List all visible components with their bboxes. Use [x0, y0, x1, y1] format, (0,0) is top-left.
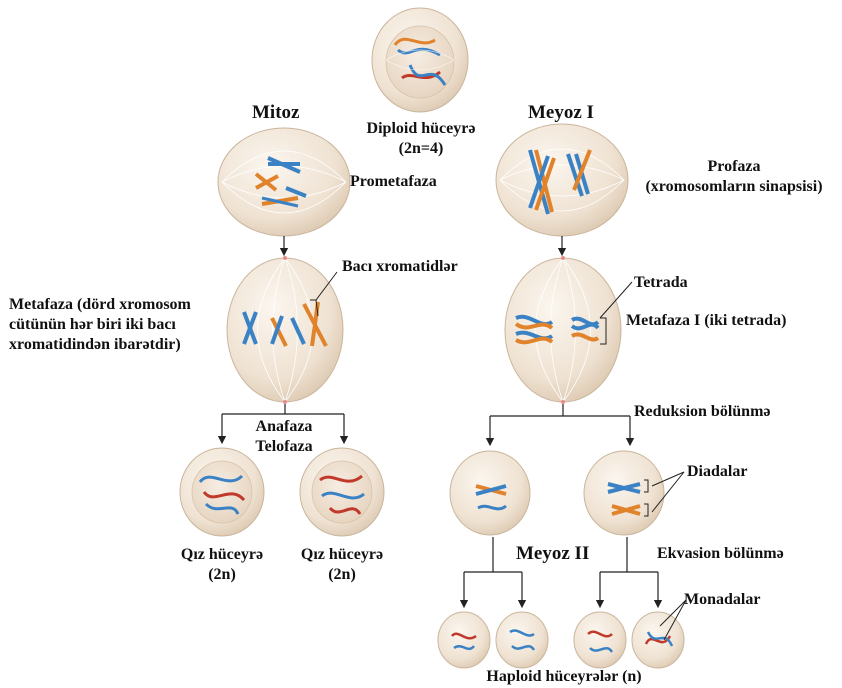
prophase-note-label: (xromosomların sinapsisi) [632, 178, 836, 196]
dyad-cell-left [450, 451, 530, 535]
diploid-cell [372, 8, 468, 112]
metaphase-label-line-1: Metafaza (dörd xromosom [9, 296, 191, 314]
haploid-cells-label: Haploid hüceyrələr (n) [466, 668, 662, 686]
haploid-cell-3 [574, 612, 626, 668]
tetrad-label: Tetrada [634, 274, 688, 292]
prophase-label: Profaza [632, 158, 836, 176]
telophase-label: Telofaza [238, 438, 330, 456]
haploid-cell-1 [438, 612, 490, 668]
metaphase-label-line-2: cütünün hər biri iki bacı [9, 316, 176, 334]
daughter-cell-left-ploidy: (2n) [162, 566, 282, 584]
title-meiosis-ii: Meyoz II [516, 545, 589, 563]
daughter-cell-right-ploidy: (2n) [282, 566, 402, 584]
title-meiosis-i: Meyoz I [528, 104, 594, 122]
anaphase-label: Anafaza [238, 418, 330, 436]
metaphase-i-label: Metafaza I (iki tetrada) [626, 312, 786, 330]
metaphase-cell [227, 256, 343, 404]
prometaphase-cell [218, 128, 350, 236]
title-mitosis: Mitoz [252, 104, 299, 122]
daughter-cell-right [300, 448, 384, 536]
monads-label: Monadalar [684, 591, 760, 609]
metaphase-label-line-3: xromatidindən ibarətdir) [9, 336, 181, 354]
daughter-cell-left-label: Qız hüceyrə [162, 546, 282, 564]
sister-chromatids-label: Bacı xromatidlər [342, 258, 458, 276]
prometaphase-label: Prometafaza [350, 173, 437, 191]
daughter-cell-left [180, 448, 264, 536]
diploid-count-label: (2n=4) [352, 140, 490, 158]
metaphase-i-cell [505, 256, 621, 404]
daughter-cell-right-label: Qız hüceyrə [282, 546, 402, 564]
haploid-cell-2 [496, 612, 548, 668]
dyad-cell-right [584, 451, 664, 535]
haploid-cell-4 [632, 612, 684, 668]
equational-division-label: Ekvasion bölünmə [657, 545, 784, 563]
dyads-label: Diadalar [687, 463, 747, 481]
reduction-division-label: Reduksion bölünmə [634, 403, 771, 421]
prophase-cell [496, 124, 628, 236]
diploid-cell-label: Diploid hüceyrə [352, 120, 490, 138]
